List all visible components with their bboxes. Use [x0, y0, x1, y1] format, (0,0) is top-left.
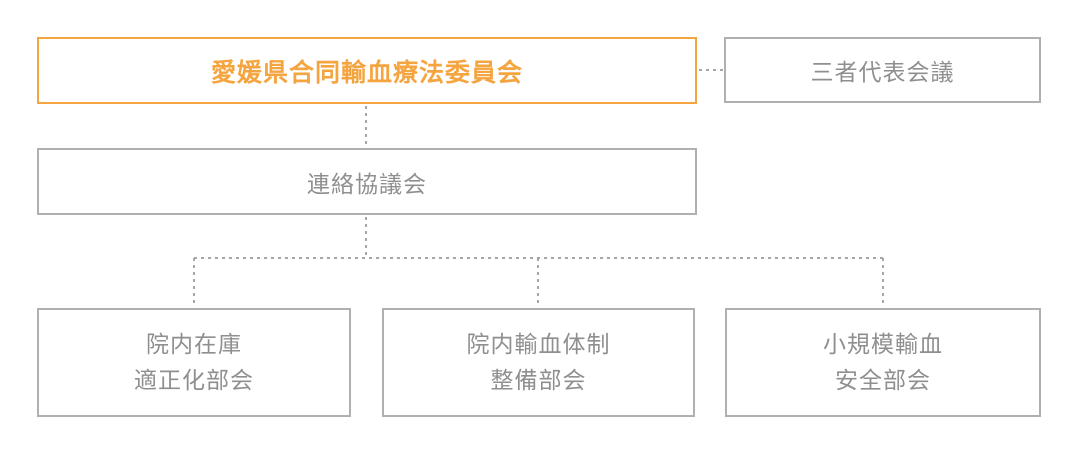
node-transfusion-system-subcommittee-line1: 院内輸血体制 [466, 330, 611, 357]
node-inventory-subcommittee: 院内在庫 適正化部会 [37, 308, 351, 417]
node-tripartite-meeting: 三者代表会議 [724, 37, 1041, 103]
node-transfusion-system-subcommittee-line2: 整備部会 [490, 366, 587, 393]
node-small-scale-safety-subcommittee-line1: 小規模輸血 [823, 330, 943, 357]
node-small-scale-safety-subcommittee-line2: 安全部会 [835, 366, 931, 393]
node-inventory-subcommittee-line2: 適正化部会 [134, 366, 254, 393]
node-transfusion-system-subcommittee: 院内輸血体制 整備部会 [382, 308, 695, 417]
node-liaison-council: 連絡協議会 [37, 148, 697, 215]
node-small-scale-safety-subcommittee: 小規模輸血 安全部会 [725, 308, 1041, 417]
node-joint-committee: 愛媛県合同輸血療法委員会 [37, 37, 697, 104]
node-joint-committee-label: 愛媛県合同輸血療法委員会 [210, 58, 523, 87]
node-tripartite-meeting-label: 三者代表会議 [810, 59, 955, 85]
node-inventory-subcommittee-line1: 院内在庫 [146, 330, 242, 357]
node-liaison-council-label: 連絡協議会 [307, 170, 427, 197]
